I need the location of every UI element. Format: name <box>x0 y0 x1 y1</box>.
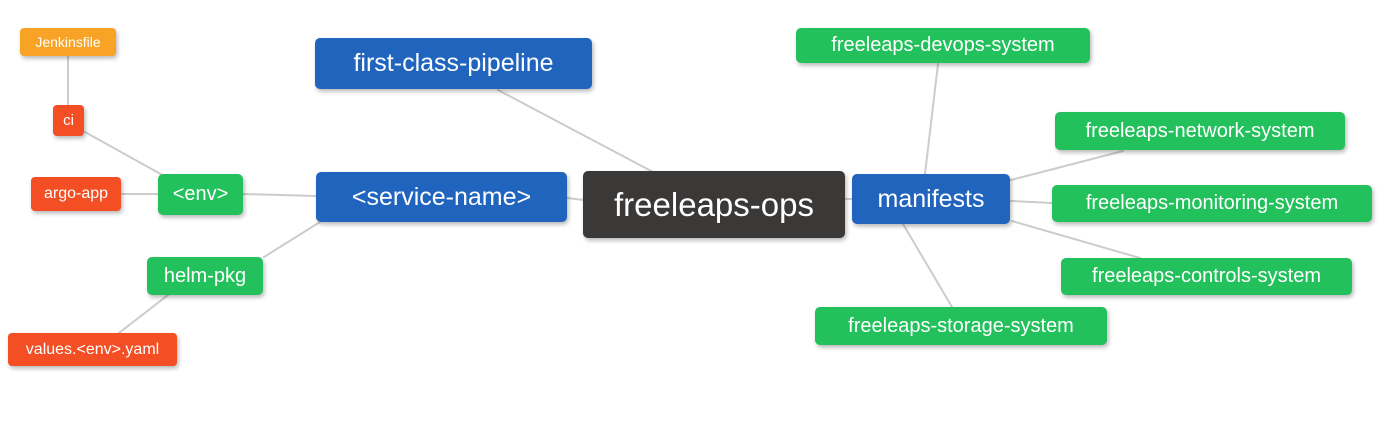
node-argo-app-label: argo-app <box>43 185 109 202</box>
edge-env-servicename <box>242 193 317 197</box>
node-helm-pkg-label: helm-pkg <box>163 264 247 287</box>
node-jenkinsfile[interactable]: Jenkinsfile <box>20 28 116 56</box>
node-freeleaps-monitoring-system-label: freeleaps-monitoring-system <box>1085 192 1339 214</box>
node-service-name[interactable]: <service-name> <box>316 172 567 222</box>
node-jenkinsfile-label: Jenkinsfile <box>35 34 101 50</box>
node-root-freeleaps-ops[interactable]: freeleaps-ops <box>583 171 845 238</box>
node-ci-label: ci <box>63 112 74 129</box>
node-freeleaps-devops-system[interactable]: freeleaps-devops-system <box>796 28 1090 63</box>
node-root-freeleaps-ops-label: freeleaps-ops <box>614 185 814 223</box>
node-freeleaps-storage-system[interactable]: freeleaps-storage-system <box>815 307 1107 345</box>
node-env-label: <env> <box>172 183 229 205</box>
edge-manifests-controls <box>1011 220 1141 259</box>
edge-helmpkg-values <box>118 294 169 334</box>
node-freeleaps-network-system-label: freeleaps-network-system <box>1085 119 1315 142</box>
node-manifests[interactable]: manifests <box>852 174 1010 224</box>
edge-manifests-devops <box>924 63 939 175</box>
node-helm-pkg[interactable]: helm-pkg <box>147 257 263 295</box>
node-freeleaps-network-system[interactable]: freeleaps-network-system <box>1055 112 1345 150</box>
node-freeleaps-devops-system-label: freeleaps-devops-system <box>831 34 1055 56</box>
edge-pipeline-root <box>497 89 654 173</box>
node-freeleaps-storage-system-label: freeleaps-storage-system <box>848 314 1074 337</box>
edge-servicename-helmpkg <box>263 221 321 258</box>
edge-servicename-root <box>566 197 585 201</box>
node-freeleaps-controls-system-label: freeleaps-controls-system <box>1092 265 1321 287</box>
node-argo-app[interactable]: argo-app <box>31 177 121 211</box>
node-manifests-label: manifests <box>877 184 985 213</box>
node-env[interactable]: <env> <box>158 174 243 215</box>
node-first-class-pipeline[interactable]: first-class-pipeline <box>315 38 592 89</box>
node-values-env-yaml[interactable]: values.<env>.yaml <box>8 333 177 366</box>
node-values-env-yaml-label: values.<env>.yaml <box>25 340 160 358</box>
node-first-class-pipeline-label: first-class-pipeline <box>353 49 554 77</box>
node-freeleaps-monitoring-system[interactable]: freeleaps-monitoring-system <box>1052 185 1372 222</box>
node-ci[interactable]: ci <box>53 105 84 136</box>
edge-ci-env <box>84 131 167 178</box>
edge-manifests-storage <box>902 223 953 308</box>
edge-manifests-network <box>1010 150 1124 181</box>
node-service-name-label: <service-name> <box>351 182 532 211</box>
node-freeleaps-controls-system[interactable]: freeleaps-controls-system <box>1061 258 1352 295</box>
edge-manifests-monitoring <box>1010 200 1053 204</box>
